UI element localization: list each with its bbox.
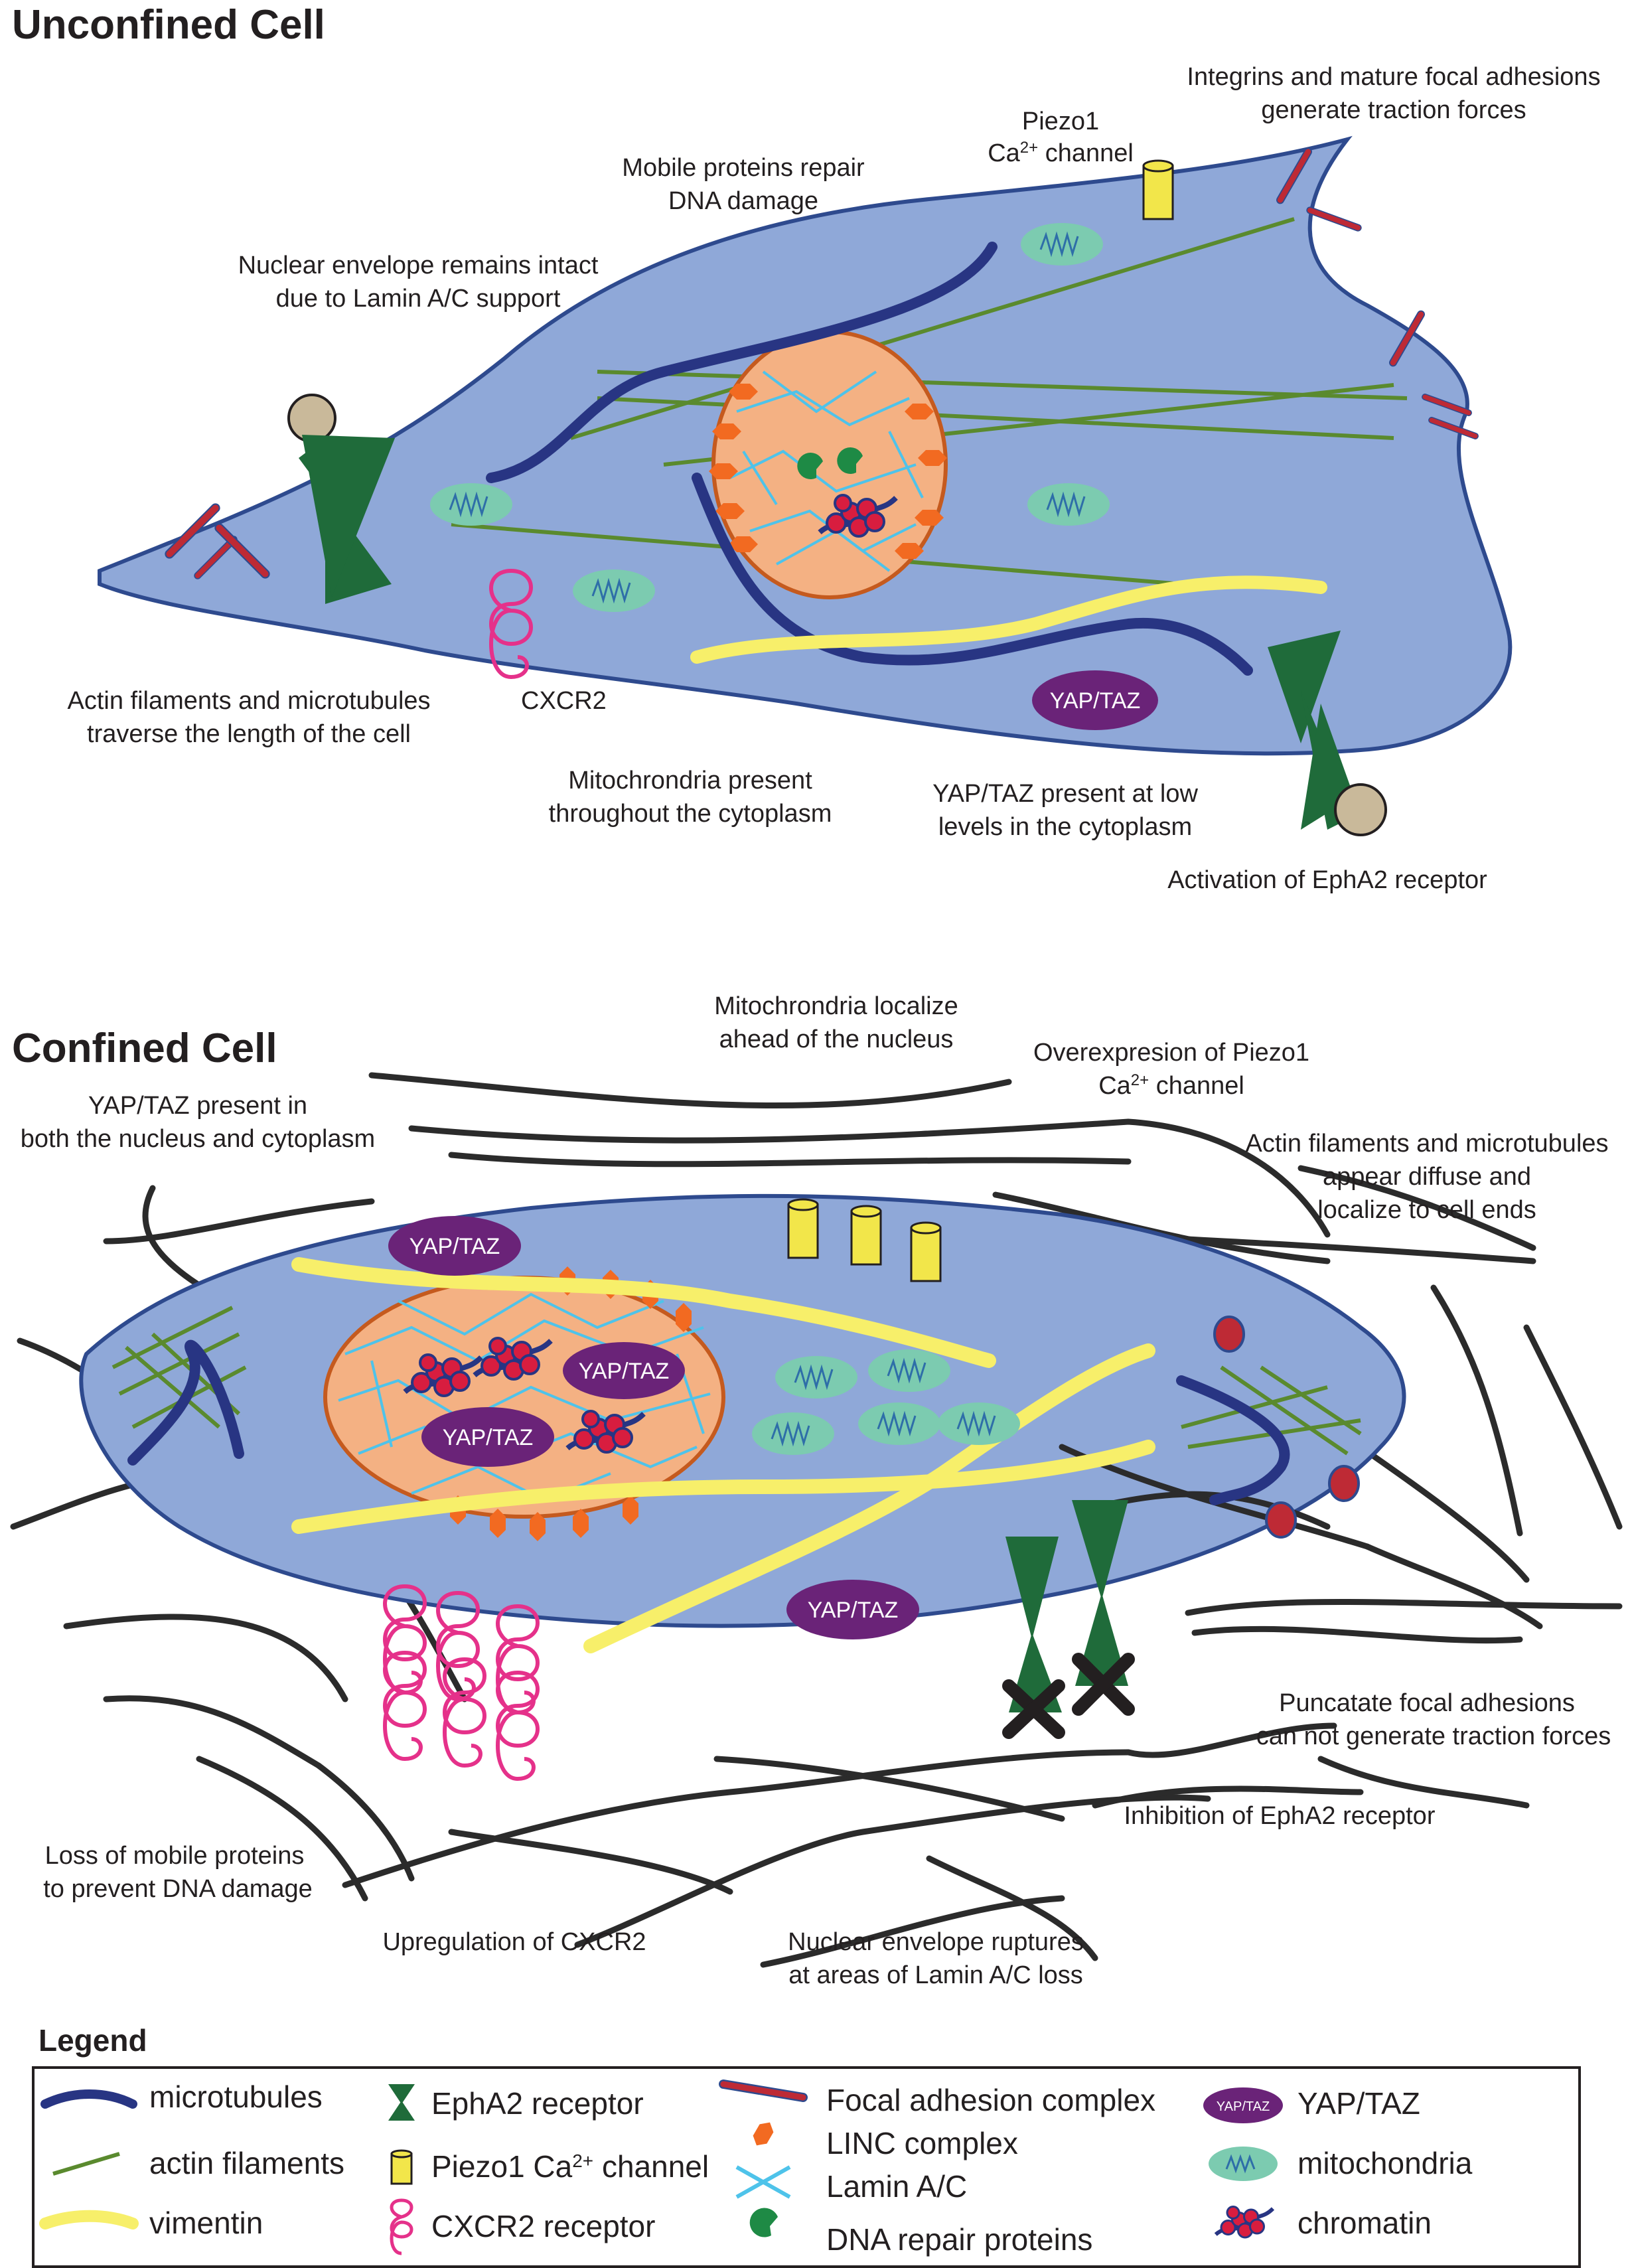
label-c-yap-2: both the nucleus and cytoplasm	[21, 1125, 375, 1153]
legend-box	[32, 2066, 1581, 2268]
legend-actin: actin filaments	[149, 2146, 344, 2180]
confined-epha2-receptors-inhibited	[1002, 1500, 1135, 1739]
confined-yaptaz-nucleus-1	[563, 1342, 685, 1399]
dna-repair-protein	[837, 447, 863, 475]
legend-linc: LINC complex	[826, 2126, 1018, 2160]
dna-repair-protein	[797, 453, 823, 480]
unconfined-vimentin	[690, 575, 1327, 664]
label-c-epha2: Inhibition of EphA2 receptor	[1124, 1802, 1436, 1830]
legend-focal-adhesion-icon	[719, 2079, 808, 2102]
confined-yaptaz-cytoplasm-top: YAP/TAZ	[388, 1216, 521, 1276]
label-c-yap-1: YAP/TAZ present in	[88, 1092, 307, 1120]
legend-chromatin-icon	[1216, 2207, 1273, 2238]
label-yap-2: levels in the cytoplasm	[938, 813, 1192, 841]
legend-microtubules-icon	[40, 2089, 137, 2109]
label-c-piezo-2: Ca2+ channel	[1098, 1071, 1244, 1100]
legend-piezo: Piezo1 Ca2+ channel	[431, 2149, 709, 2184]
label-nuclear-1: Nuclear envelope remains intact	[238, 252, 599, 279]
legend-focal: Focal adhesion complex	[826, 2083, 1155, 2117]
label-actin-2: traverse the length of the cell	[87, 720, 411, 748]
label-c-rupture-1: Nuclear envelope ruptures	[788, 1928, 1084, 1956]
legend-vimentin: vimentin	[149, 2206, 263, 2240]
svg-text:YAP/TAZ: YAP/TAZ	[1217, 2099, 1270, 2114]
confined-yaptaz-nucleus-2-text: YAP/TAZ	[443, 1425, 534, 1450]
legend-items: microtubules actin filaments vimentin Ep…	[39, 2079, 1473, 2257]
legend-chromatin: chromatin	[1297, 2206, 1432, 2240]
label-c-puncatate-2: can not generate traction forces	[1256, 1722, 1611, 1750]
label-integrins-2: generate traction forces	[1261, 96, 1526, 124]
label-piezo1-ca: Ca2+ channel	[988, 139, 1134, 168]
label-c-actin-2: appear diffuse and	[1323, 1163, 1531, 1191]
label-mobile-1: Mobile proteins repair	[622, 154, 865, 182]
unconfined-labels: Piezo1 Ca2+ channel Integrins and mature…	[67, 63, 1600, 894]
label-mito-1: Mitochrondria present	[568, 767, 812, 794]
label-c-actin-3: localize to cell ends	[1317, 1196, 1536, 1224]
label-c-cxcr2: Upregulation of CXCR2	[382, 1928, 646, 1956]
legend-microtubules: microtubules	[149, 2079, 323, 2114]
legend-cxcr2-icon	[390, 2198, 413, 2255]
legend-lamin: Lamin A/C	[826, 2169, 967, 2204]
label-mobile-2: DNA damage	[668, 187, 818, 215]
legend-epha2: EphA2 receptor	[431, 2086, 644, 2121]
confined-yaptaz-cytoplasm-bottom: YAP/TAZ	[786, 1580, 919, 1639]
legend-dna: DNA repair proteins	[826, 2222, 1092, 2257]
label-c-mito-2: ahead of the nucleus	[719, 1025, 954, 1053]
confined-nucleus: YAP/TAZ YAP/TAZ	[323, 1276, 725, 1519]
unconfined-title: Unconfined Cell	[12, 2, 325, 48]
legend-yaptaz-icon	[1203, 2087, 1283, 2123]
unconfined-epha2-receptor-right	[1268, 631, 1387, 836]
legend-mito-icon	[1209, 2147, 1278, 2181]
unconfined-microtubules	[486, 242, 1253, 676]
legend-lamin-icon	[735, 2165, 791, 2199]
unconfined-piezo1-channel	[1142, 159, 1174, 220]
confined-cytoskeleton-right	[1176, 1365, 1362, 1505]
unconfined-epha2-receptor-left	[287, 394, 395, 604]
confined-vimentin	[291, 1257, 1155, 1653]
label-c-loss-2: to prevent DNA damage	[43, 1875, 313, 1903]
label-c-rupture-2: at areas of Lamin A/C loss	[788, 1961, 1083, 1989]
confined-yaptaz-nucleus-1-text: YAP/TAZ	[579, 1359, 670, 1384]
svg-text:YAP/TAZ: YAP/TAZ	[1050, 688, 1141, 714]
legend-actin-icon	[52, 2152, 120, 2176]
legend-mito: mitochondria	[1297, 2146, 1473, 2180]
inhibition-x-icon	[1002, 1653, 1135, 1739]
legend-title: Legend	[38, 2023, 147, 2058]
label-c-actin-1: Actin filaments and microtubules	[1245, 1130, 1608, 1158]
confined-cell-body	[79, 1193, 1406, 1628]
label-actin-1: Actin filaments and microtubules	[67, 687, 430, 715]
label-yap-1: YAP/TAZ present at low	[932, 780, 1198, 808]
legend-linc-icon	[753, 2122, 774, 2146]
label-c-mito-1: Mitochrondria localize	[714, 992, 958, 1020]
confined-labels: Mitochrondria localize ahead of the nucl…	[21, 992, 1611, 1989]
legend-vimentin-icon	[39, 2210, 139, 2230]
unconfined-nucleus	[711, 330, 948, 599]
legend-piezo-icon	[390, 2149, 413, 2185]
label-piezo1: Piezo1	[1022, 108, 1099, 135]
label-integrins-1: Integrins and mature focal adhesions	[1187, 63, 1600, 91]
unconfined-yaptaz: YAP/TAZ	[1032, 670, 1158, 730]
confined-cytoskeleton-left	[111, 1306, 247, 1466]
confined-punctate-focal-adhesions	[1213, 1316, 1360, 1539]
label-nuclear-2: due to Lamin A/C support	[276, 285, 561, 313]
svg-text:YAP/TAZ: YAP/TAZ	[808, 1598, 899, 1623]
legend-cxcr2: CXCR2 receptor	[431, 2209, 655, 2243]
label-cxcr2: CXCR2	[521, 687, 607, 715]
legend-yaptaz: YAP/TAZ	[1297, 2086, 1420, 2121]
label-c-loss-1: Loss of mobile proteins	[45, 1842, 305, 1870]
legend-dna-repair-icon	[749, 2208, 778, 2237]
confined-yaptaz-nucleus-2	[421, 1407, 554, 1467]
label-c-piezo-1: Overexpresion of Piezo1	[1033, 1039, 1309, 1067]
label-mito-2: throughout the cytoplasm	[549, 800, 832, 828]
svg-text:YAP/TAZ: YAP/TAZ	[409, 1234, 500, 1259]
confined-ecm-fibers	[10, 1072, 1623, 1968]
label-epha2: Activation of EphA2 receptor	[1167, 866, 1487, 894]
label-c-puncatate-1: Puncatate focal adhesions	[1279, 1689, 1575, 1717]
confined-title: Confined Cell	[12, 1025, 277, 1071]
legend-epha2-icon	[388, 2084, 415, 2121]
